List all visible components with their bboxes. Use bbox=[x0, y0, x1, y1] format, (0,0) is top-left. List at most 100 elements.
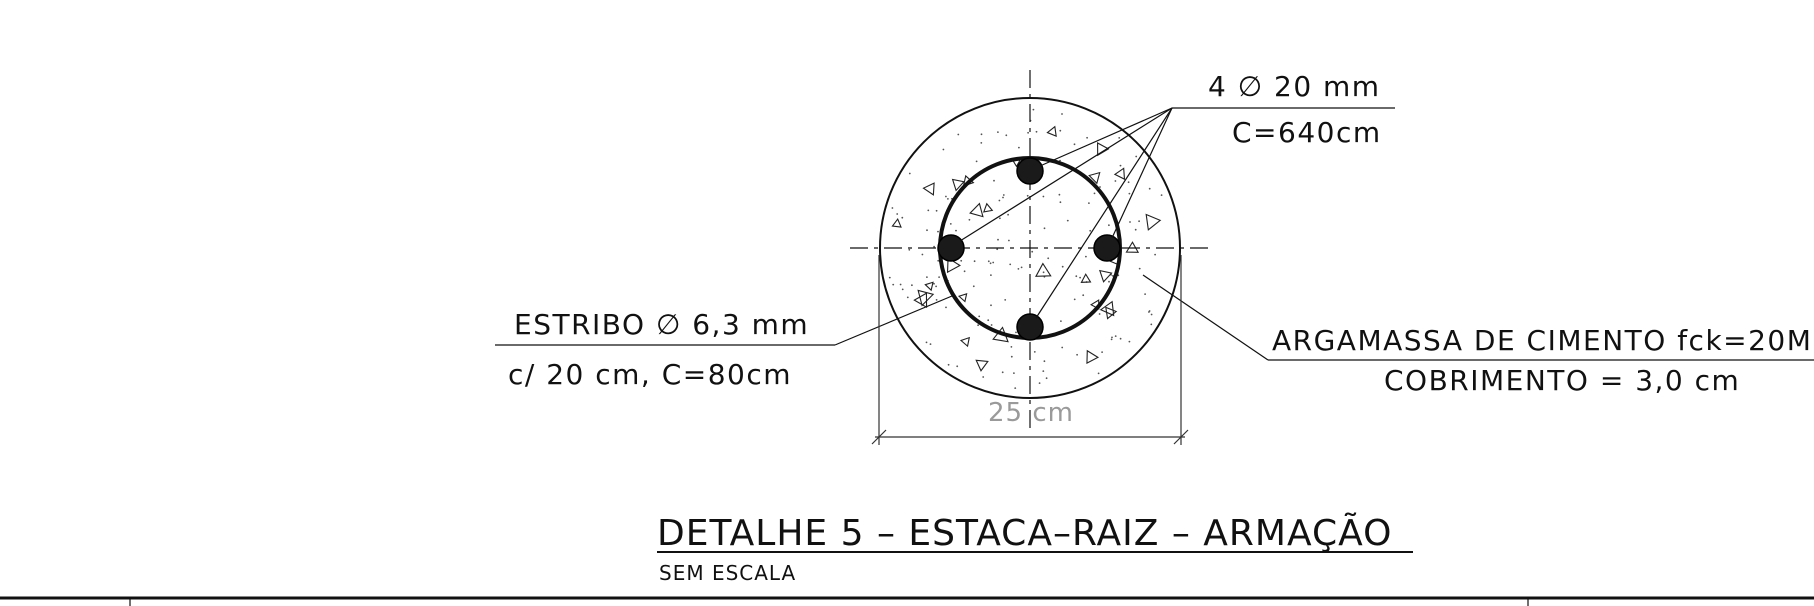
aggregate-triangle bbox=[1099, 300, 1115, 317]
concrete-speck bbox=[942, 148, 945, 151]
concrete-speck bbox=[1033, 351, 1036, 353]
rebar-bottom bbox=[1016, 313, 1044, 341]
concrete-speck bbox=[1009, 263, 1012, 266]
concrete-speck bbox=[935, 209, 938, 212]
concrete-speck bbox=[947, 198, 949, 200]
stirrup-leader bbox=[495, 295, 953, 346]
concrete-speck bbox=[1038, 382, 1041, 384]
concrete-speck bbox=[1061, 346, 1064, 349]
concrete-speck bbox=[977, 324, 979, 327]
concrete-speck bbox=[947, 363, 950, 366]
concrete-speck bbox=[901, 288, 904, 291]
concrete-speck bbox=[926, 229, 928, 232]
concrete-speck bbox=[1001, 371, 1004, 374]
rebar-top bbox=[1016, 157, 1044, 185]
cover-label: COBRIMENTO = 3,0 cm bbox=[1384, 364, 1740, 397]
rebar-left bbox=[937, 234, 965, 262]
concrete-speck bbox=[1110, 338, 1113, 341]
concrete-speck bbox=[1004, 299, 1007, 301]
concrete-speck bbox=[1005, 134, 1008, 137]
aggregate-triangle bbox=[922, 182, 935, 196]
concrete-speck bbox=[1061, 265, 1064, 268]
concrete-speck bbox=[1076, 353, 1078, 356]
concrete-speck bbox=[921, 253, 924, 256]
concrete-speck bbox=[990, 274, 992, 276]
aggregate-triangle bbox=[957, 292, 968, 303]
aggregate-triangle bbox=[951, 178, 965, 192]
concrete-speck bbox=[892, 283, 895, 286]
concrete-speck bbox=[899, 283, 902, 286]
detail-subtitle: SEM ESCALA bbox=[659, 561, 796, 585]
concrete-speck bbox=[1127, 181, 1130, 184]
stirrup-spacing-label: c/ 20 cm, C=80cm bbox=[508, 358, 792, 391]
concrete-speck bbox=[927, 209, 930, 212]
concrete-speck bbox=[956, 365, 959, 368]
concrete-speck bbox=[1075, 275, 1078, 278]
concrete-speck bbox=[1111, 336, 1113, 339]
aggregate-triangle bbox=[1113, 167, 1126, 181]
concrete-speck bbox=[1073, 143, 1076, 146]
concrete-speck bbox=[980, 142, 983, 144]
concrete-speck bbox=[1043, 360, 1046, 363]
aggregate-triangle bbox=[975, 359, 989, 372]
aggregate-triangle bbox=[1125, 241, 1140, 253]
concrete-speck bbox=[901, 216, 904, 219]
concrete-speck bbox=[1047, 257, 1050, 260]
concrete-speck bbox=[1008, 239, 1010, 242]
detail-title: DETALHE 5 – ESTACA–RAIZ – ARMAÇÃO bbox=[657, 512, 1392, 554]
concrete-speck bbox=[1088, 202, 1090, 205]
concrete-speck bbox=[1089, 229, 1092, 232]
aggregate-triangle bbox=[924, 281, 934, 292]
concrete-speck bbox=[993, 179, 995, 182]
concrete-speck bbox=[990, 324, 993, 326]
concrete-speck bbox=[997, 131, 999, 134]
concrete-speck bbox=[997, 238, 999, 241]
concrete-speck bbox=[937, 230, 939, 233]
concrete-speck bbox=[1119, 164, 1122, 167]
concrete-speck bbox=[1015, 331, 1017, 334]
concrete-speck bbox=[1045, 377, 1048, 380]
concrete-speck bbox=[1128, 192, 1131, 195]
concrete-speck bbox=[938, 276, 940, 278]
aggregate-triangle bbox=[1088, 171, 1101, 185]
concrete-speck bbox=[1108, 224, 1110, 227]
aggregate-triangle bbox=[1097, 142, 1110, 157]
bars-leader bbox=[959, 107, 1395, 319]
aggregate-triangle bbox=[1046, 125, 1057, 138]
aggregate-triangle bbox=[913, 292, 928, 309]
concrete-speck bbox=[1138, 267, 1141, 270]
aggregate-triangle bbox=[1099, 269, 1113, 283]
concrete-speck bbox=[925, 341, 928, 344]
mortar-label: ARGAMASSA DE CIMENTO fck=20MPa bbox=[1272, 324, 1814, 357]
concrete-speck bbox=[1035, 130, 1038, 133]
concrete-speck bbox=[1013, 372, 1015, 374]
concrete-speck bbox=[1043, 227, 1046, 230]
concrete-speck bbox=[1020, 266, 1023, 269]
concrete-speck bbox=[1138, 220, 1140, 223]
concrete-speck bbox=[1119, 337, 1122, 340]
concrete-speck bbox=[888, 276, 891, 279]
concrete-speck bbox=[1042, 271, 1045, 274]
concrete-speck bbox=[1060, 320, 1062, 322]
concrete-speck bbox=[972, 285, 975, 288]
concrete-speck bbox=[1086, 136, 1088, 139]
concrete-speck bbox=[908, 172, 911, 175]
concrete-speck bbox=[998, 199, 1001, 202]
concrete-speck bbox=[1002, 196, 1004, 199]
aggregate-triangle bbox=[1080, 273, 1092, 283]
diameter-dimension bbox=[871, 255, 1189, 445]
concrete-speck bbox=[949, 223, 952, 225]
aggregate-triangle bbox=[946, 256, 961, 274]
concrete-speck bbox=[1114, 180, 1117, 182]
concrete-speck bbox=[935, 285, 937, 288]
concrete-speck bbox=[1134, 228, 1137, 231]
concrete-speck bbox=[1042, 195, 1045, 198]
concrete-speck bbox=[992, 261, 995, 264]
concrete-speck bbox=[891, 207, 894, 209]
concrete-speck bbox=[1007, 213, 1009, 216]
aggregate-triangle bbox=[959, 336, 970, 348]
concrete-speck bbox=[1017, 268, 1020, 270]
concrete-speck bbox=[987, 319, 990, 322]
concrete-speck bbox=[987, 260, 990, 263]
